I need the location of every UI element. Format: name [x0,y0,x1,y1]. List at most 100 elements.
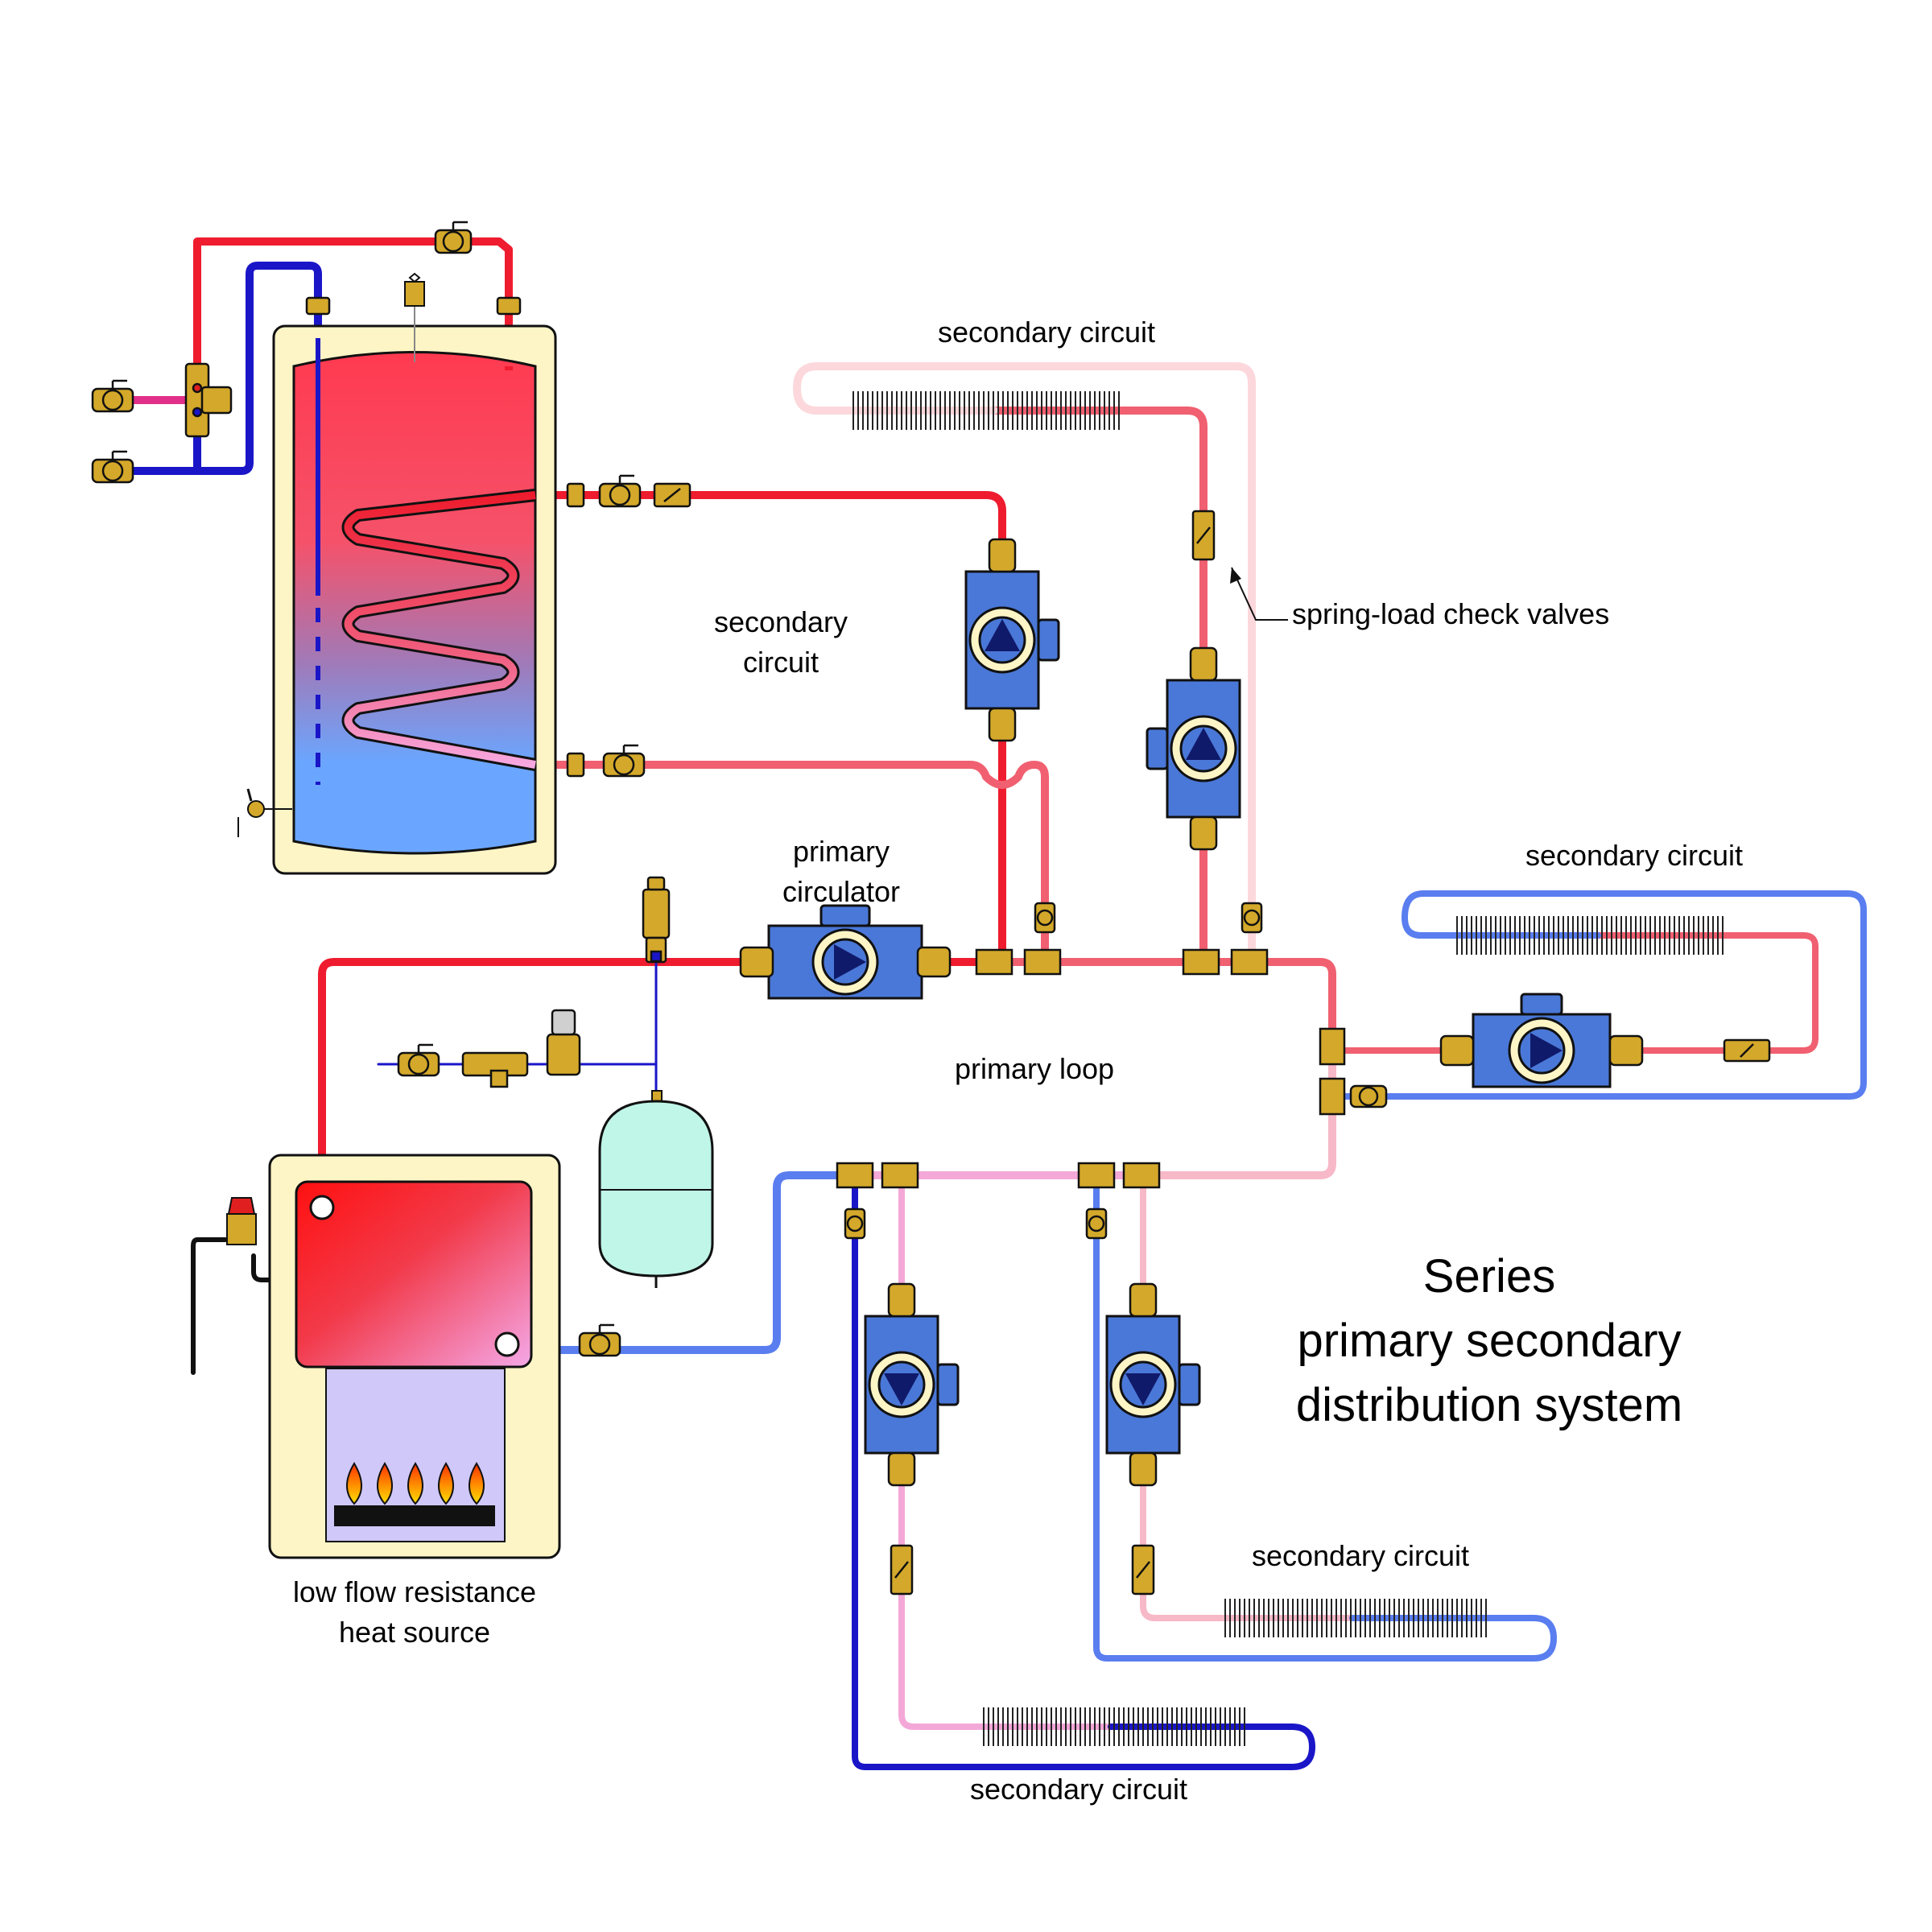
tee-fitting [1023,948,1062,976]
tee-fitting [975,948,1013,976]
ball-valve-icon [91,450,134,484]
flow-arrow-icon [834,944,866,980]
label-primary-circulator-1: primary [793,835,890,868]
diagram-title-line-2: primary secondary [1297,1315,1681,1367]
label-secondary-tank-2: circuit [743,646,819,679]
relief-drain-pipe [191,1237,228,1375]
primary-loop-return-pipe [511,1171,857,1354]
ball-valve-icon [1349,1084,1388,1108]
tee-fitting [1319,1077,1346,1116]
primary-loop-lower-pipe [1143,1042,1336,1179]
tee-fitting [836,1162,874,1189]
right-secondary-return-pipe [1341,890,1867,1100]
flame-icon [469,1462,485,1505]
check-valve-leader [1230,567,1288,621]
label-secondary-right: secondary circuit [1525,839,1743,872]
ball-valve-icon [598,474,642,508]
label-primary-loop: primary loop [955,1052,1114,1085]
primary-loop-mid-pipe [998,958,1336,1051]
backflow-preventer [461,1051,529,1088]
tee-fitting [881,1162,919,1189]
purge-valve [1241,902,1263,934]
mixing-valve [184,362,233,438]
ball-valve-icon [602,744,646,778]
relief-valve-tank [404,272,425,362]
dhw-hot-supply-pipe [193,237,513,374]
bottom-secondary-supply-pipe [898,1176,1114,1730]
check-valve [653,482,691,508]
union-fitting [305,296,331,316]
tee-fitting [1182,948,1220,976]
tank-drain-valve [237,788,292,837]
primary-circulator [739,904,952,1000]
boiler-supply-port [309,1195,335,1220]
tee-fitting [1077,1162,1116,1189]
tee-fitting [1230,948,1269,976]
union-fitting [566,752,585,778]
indirect-water-heater [237,272,557,875]
ball-valve-icon [434,221,473,254]
baseboard-bottom [983,1707,1245,1746]
tank-secondary-circulator [964,538,1060,742]
flow-arrow-icon [985,619,1020,651]
heat-exchanger [295,1180,533,1368]
union-fitting [496,296,522,316]
diagram-title-line-3: distribution system [1296,1379,1682,1431]
label-secondary-bottom-right: secondary circuit [1252,1539,1469,1572]
ball-valve-icon [397,1043,440,1077]
pressure-reducing-valve [546,1009,581,1076]
tee-fitting [1122,1162,1161,1189]
label-heat-source-2: heat source [339,1616,490,1649]
primary-loop-supply-pipe [318,958,1006,1199]
flame-icon [407,1462,423,1505]
spring-check-valve [1131,1544,1155,1596]
baseboard-top [852,391,1120,430]
tank-secondary-supply-pipe [535,491,1006,974]
purge-valve [844,1208,866,1240]
tee-fitting [1319,1027,1346,1066]
flow-arrow-icon [1125,1373,1161,1406]
top-secondary-circulator [1146,646,1241,851]
bottom-secondary-circulator [864,1282,960,1487]
purge-valve [1034,902,1056,934]
expansion-tank [598,1090,714,1288]
bottom-right-secondary-return [1093,1176,1557,1662]
heat-source [226,1154,561,1559]
flame-icon [346,1462,362,1505]
baseboard-bottom-right [1224,1599,1487,1637]
label-check-valves: spring-load check valves [1292,597,1609,630]
spring-check-valve [1723,1038,1771,1063]
ball-valve-icon [91,379,134,413]
ball-valve-icon [578,1323,621,1357]
spring-check-valve [1191,510,1216,561]
flame-icon-group [346,1462,485,1505]
fittings [91,221,1771,1596]
bottom-secondary-hot-return [852,1176,1315,1770]
circulators [739,538,1644,1487]
right-secondary-supply-pipe [1341,932,1818,1054]
label-secondary-top: secondary circuit [938,316,1155,349]
bottom-right-secondary-circulator [1105,1282,1201,1487]
boiler-return-port [494,1331,520,1357]
boiler-relief-valve [226,1197,257,1245]
relief-discharge-pipe [251,1253,276,1282]
burner [334,1505,495,1526]
spring-check-valve [890,1544,914,1596]
label-secondary-bottom: secondary circuit [970,1773,1187,1806]
top-secondary-supply-pipe [990,407,1208,966]
baseboard-right [1456,916,1724,955]
dhw-cold-inlet-pipe [97,262,322,809]
label-heat-source-1: low flow resistance [293,1575,536,1608]
flame-icon [377,1462,393,1505]
purge-valve [1085,1208,1108,1240]
air-vent [642,876,671,964]
flow-arrow-icon [1530,1033,1563,1068]
flow-arrow-icon [884,1373,919,1406]
flow-arrow-icon [1186,728,1221,760]
top-secondary-return-pipe [793,362,1256,966]
bottom-right-secondary-supply [1140,1176,1356,1621]
flame-icon [438,1462,454,1505]
baseboard-fins [852,391,1724,1746]
diagram-title-line-1: Series [1423,1250,1555,1302]
